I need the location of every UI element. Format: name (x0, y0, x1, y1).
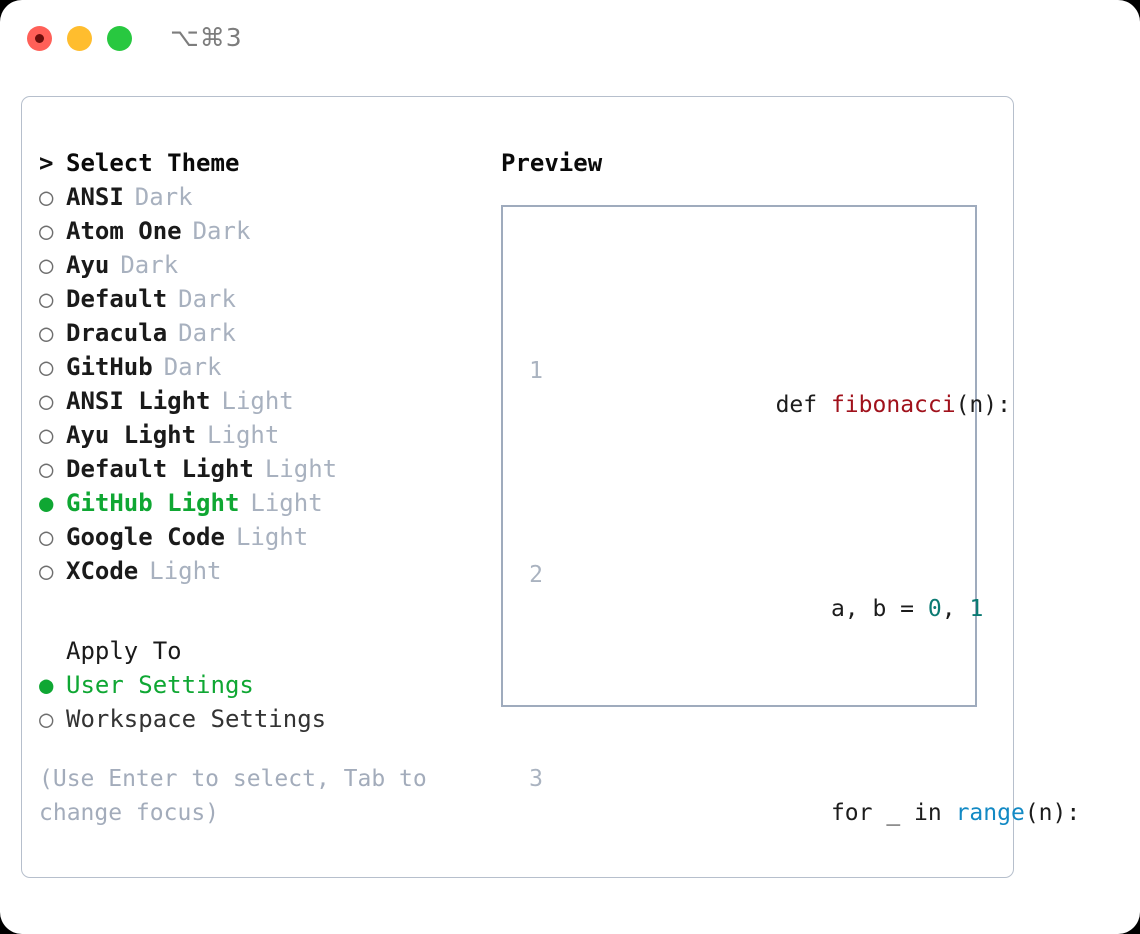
code-line: 2 a, b = 0, 1 (521, 558, 1080, 660)
radio-icon[interactable]: ○ (39, 421, 54, 449)
code-token: range (955, 800, 1025, 826)
preview-column: Preview 1 def fibonacci(n): 2 (501, 149, 1080, 826)
radio-selected-icon[interactable]: ● (39, 489, 54, 517)
apply-to-option-user-settings[interactable]: ● User Settings (39, 671, 489, 705)
apply-to-option-workspace-settings[interactable]: ○ Workspace Settings (39, 705, 489, 739)
radio-icon[interactable]: ○ (39, 319, 54, 347)
theme-variant: Dark (178, 285, 236, 313)
theme-item-ansi-light[interactable]: ○ ANSI Light Light (39, 387, 489, 421)
caret-icon: > (39, 149, 54, 177)
title-bar: ⌥⌘3 (0, 0, 1140, 78)
theme-label: GitHub Light (66, 489, 240, 517)
theme-variant: Light (207, 421, 280, 449)
theme-item-default-light[interactable]: ○ Default Light Light (39, 455, 489, 489)
code-token: 0 (927, 596, 942, 622)
code-token: def (775, 392, 831, 418)
code-line: 3 for _ in range(n): (521, 762, 1080, 864)
code-text: def fibonacci(n): (554, 354, 1011, 456)
radio-icon[interactable]: ○ (39, 251, 54, 279)
code-sample: 1 def fibonacci(n): 2 a, b = 0, 1 (521, 252, 1080, 934)
theme-item-ayu-light[interactable]: ○ Ayu Light Light (39, 421, 489, 455)
theme-item-xcode-light[interactable]: ○ XCode Light (39, 557, 489, 591)
radio-icon[interactable]: ○ (39, 217, 54, 245)
line-number: 1 (529, 358, 543, 384)
radio-icon[interactable]: ○ (39, 387, 54, 415)
theme-label: Default (66, 285, 168, 313)
theme-item-google-code-light[interactable]: ○ Google Code Light (39, 523, 489, 557)
apply-to-heading-label: Apply To (66, 637, 182, 665)
theme-label: GitHub (66, 353, 153, 381)
theme-picker-column: > Select Theme ○ ANSI Dark ○ Atom One Da… (39, 149, 489, 739)
theme-label: XCode (66, 557, 139, 585)
theme-variant: Light (221, 387, 294, 415)
spacer-icon (39, 637, 66, 665)
theme-label: Default Light (66, 455, 254, 483)
theme-variant: Light (264, 455, 338, 483)
theme-item-default-dark[interactable]: ○ Default Dark (39, 285, 489, 319)
theme-variant: Light (235, 523, 309, 551)
radio-icon[interactable]: ○ (39, 455, 54, 483)
theme-variant: Dark (192, 217, 251, 245)
radio-selected-icon[interactable]: ● (39, 671, 54, 699)
maximize-button-icon[interactable] (107, 26, 132, 51)
code-text: for _ in range(n): (554, 762, 1080, 864)
code-token: , (941, 596, 970, 622)
theme-label: Google Code (66, 523, 225, 551)
radio-icon[interactable]: ○ (39, 557, 54, 585)
theme-label: Ayu (66, 251, 110, 279)
theme-label: Dracula (66, 319, 168, 347)
content-panel: > Select Theme ○ ANSI Dark ○ Atom One Da… (21, 96, 1080, 878)
theme-variant: Dark (134, 183, 193, 211)
code-token: (n): (1024, 800, 1081, 826)
radio-icon[interactable]: ○ (39, 353, 54, 381)
theme-variant: Dark (163, 353, 222, 381)
theme-label: ANSI (66, 183, 124, 211)
preview-box: 1 def fibonacci(n): 2 a, b = 0, 1 (501, 205, 1080, 826)
theme-variant: Light (250, 489, 323, 517)
code-text: a, b = 0, 1 (554, 558, 983, 660)
radio-icon[interactable]: ○ (39, 705, 54, 733)
radio-icon[interactable]: ○ (39, 183, 54, 211)
keyboard-hint-text: (Use Enter to select, Tab to change focu… (39, 766, 427, 826)
theme-label: ANSI Light (66, 387, 211, 415)
theme-item-atom-one-dark[interactable]: ○ Atom One Dark (39, 217, 489, 251)
theme-variant: Dark (178, 319, 236, 347)
code-token: a, b = (775, 596, 928, 622)
code-token: (n): (955, 392, 1011, 418)
radio-icon[interactable]: ○ (39, 523, 54, 551)
code-token: fibonacci (830, 392, 956, 418)
theme-item-ansi-dark[interactable]: ○ ANSI Dark (39, 183, 489, 217)
apply-to-option-label: User Settings (66, 671, 254, 699)
minimize-button-icon[interactable] (67, 26, 92, 51)
code-line: 1 def fibonacci(n): (521, 354, 1080, 456)
section-spacer (39, 591, 489, 637)
apply-to-option-label: Workspace Settings (66, 705, 327, 733)
code-token: for _ in (775, 800, 956, 826)
line-number: 3 (529, 766, 543, 792)
preview-title: Preview (501, 149, 603, 177)
theme-item-github-light[interactable]: ● GitHub Light Light (39, 489, 489, 523)
theme-item-dracula-dark[interactable]: ○ Dracula Dark (39, 319, 489, 353)
apply-to-heading: Apply To (39, 637, 489, 671)
window-controls (27, 26, 132, 51)
theme-variant: Light (149, 557, 222, 585)
theme-label: Atom One (66, 217, 182, 245)
line-number: 2 (529, 562, 543, 588)
radio-icon[interactable]: ○ (39, 285, 54, 313)
theme-item-ayu-dark[interactable]: ○ Ayu Dark (39, 251, 489, 285)
theme-variant: Dark (120, 251, 179, 279)
close-button-icon[interactable] (27, 26, 52, 51)
theme-label: Ayu Light (66, 421, 197, 449)
code-token: 1 (969, 596, 984, 622)
keyboard-shortcut-label: ⌥⌘3 (170, 23, 243, 52)
select-theme-heading: > Select Theme (39, 149, 489, 183)
theme-item-github-dark[interactable]: ○ GitHub Dark (39, 353, 489, 387)
select-theme-heading-label: Select Theme (66, 149, 240, 177)
